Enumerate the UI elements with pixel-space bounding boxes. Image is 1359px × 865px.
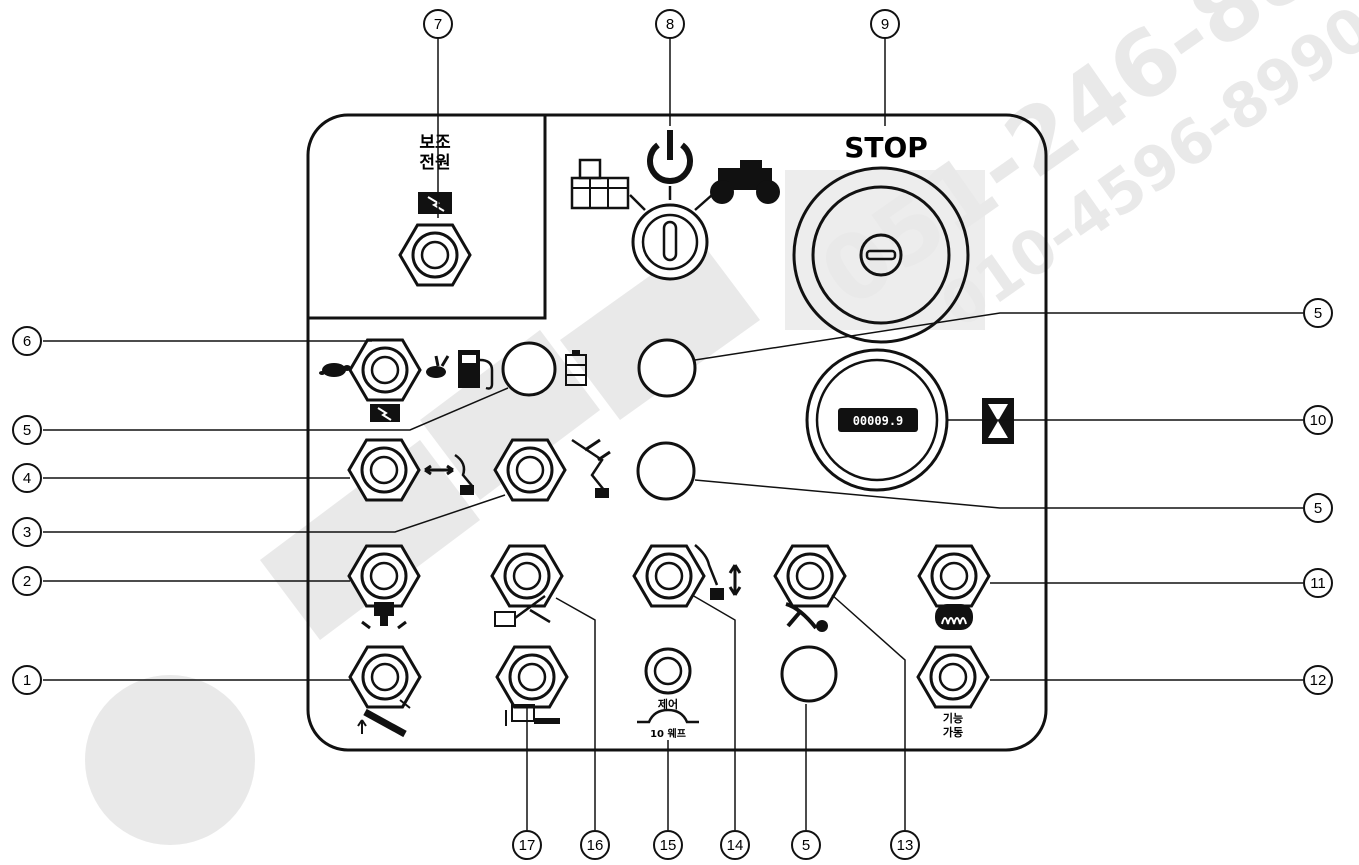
boom-extend-switch[interactable] [490, 544, 564, 608]
callout-15: 15 [653, 830, 683, 860]
indicator-light-center [637, 338, 697, 398]
callout-13: 13 [890, 830, 920, 860]
svg-text:4: 4 [23, 470, 31, 487]
turtle-icon [319, 363, 351, 377]
aux-power-box [308, 115, 547, 320]
stop-label: STOP [844, 131, 928, 164]
power-icon [647, 130, 693, 184]
svg-text:16: 16 [587, 837, 604, 854]
indicator-light-right [636, 441, 696, 501]
aux-power-switch[interactable] [398, 223, 472, 287]
callout-2: 2 [12, 566, 42, 596]
callout-11: 11 [1303, 568, 1333, 598]
boom-up-down-icon [505, 704, 560, 726]
callout-9: 9 [870, 9, 900, 39]
jib-swing-icon [424, 453, 474, 495]
callout-1: 1 [12, 665, 42, 695]
aux-power-label-2: 전원 [419, 153, 450, 173]
callout-5-left: 5 [12, 415, 42, 445]
svg-text:9: 9 [881, 16, 889, 33]
hourglass-icon [982, 398, 1014, 444]
boom-up-down-switch[interactable] [495, 645, 569, 709]
svg-text:15: 15 [660, 837, 677, 854]
callout-17: 17 [512, 830, 542, 860]
svg-text:1: 1 [23, 672, 31, 689]
callout-16: 16 [580, 830, 610, 860]
svg-text:5: 5 [23, 422, 31, 439]
key-position-tick-left [629, 194, 646, 211]
fuel-icon [458, 350, 494, 390]
key-switch[interactable] [631, 203, 709, 281]
callout-5-bottom: 5 [791, 830, 821, 860]
svg-text:13: 13 [897, 837, 914, 854]
callouts: 1 2 3 4 5 6 5 10 5 11 12 7 8 9 17 16 15 … [12, 9, 1333, 860]
battery-icon-small [370, 404, 400, 422]
callout-3: 3 [12, 517, 42, 547]
watermark: 051-246-8889 010-4596-8990 [85, 0, 1359, 845]
hour-meter: 00009.9 [805, 348, 949, 492]
fuel-indicator-light [501, 341, 557, 397]
svg-text:17: 17 [519, 837, 536, 854]
pump-icon [637, 708, 699, 724]
wrench-icon [785, 602, 828, 632]
ground-control-icon [710, 160, 780, 204]
watermark-logo-strokes [260, 240, 760, 640]
callout-6: 6 [12, 326, 42, 356]
callout-5-right-top: 5 [1303, 298, 1333, 328]
jib-lift-icon [694, 544, 742, 600]
callout-4: 4 [12, 463, 42, 493]
aux-power-label-1: 보조 [419, 133, 451, 153]
callout-7: 7 [423, 9, 453, 39]
svg-text:7: 7 [434, 16, 442, 33]
svg-text:5: 5 [1314, 305, 1322, 322]
function-label-2: 가동 [943, 725, 963, 739]
indicator-light-bottom [780, 645, 838, 703]
callout-8: 8 [655, 9, 685, 39]
platform-level-icon [357, 699, 411, 738]
control-label: 제어 [658, 697, 678, 711]
svg-text:2: 2 [23, 573, 31, 590]
watermark-logo-i [85, 675, 255, 845]
rabbit-icon [426, 355, 450, 378]
svg-text:10: 10 [1310, 412, 1327, 429]
key-position-tick-right [694, 194, 713, 211]
svg-text:12: 12 [1310, 672, 1327, 689]
boom-extend-icon [494, 594, 551, 627]
svg-text:6: 6 [23, 333, 31, 350]
hour-meter-value: 00009.9 [853, 414, 904, 428]
glow-plug-icon [935, 604, 973, 630]
jib-boom-icon [571, 438, 611, 498]
callout-10: 10 [1303, 405, 1333, 435]
jib-lift-switch[interactable] [632, 544, 706, 608]
svg-text:8: 8 [666, 16, 674, 33]
function-enable-switch[interactable] [916, 645, 990, 709]
callout-14: 14 [720, 830, 750, 860]
leader-lines [43, 37, 1303, 830]
emergency-stop-button[interactable] [792, 166, 970, 344]
function-label-1: 기능 [943, 711, 963, 725]
glow-plug-switch[interactable] [917, 544, 991, 608]
svg-text:14: 14 [727, 837, 744, 854]
callout-5-right-middle: 5 [1303, 493, 1333, 523]
control-enable-button[interactable] [644, 647, 692, 695]
platform-rotate-icon [361, 602, 407, 630]
platform-icon [570, 158, 630, 210]
battery-icon [418, 192, 452, 214]
speed-select-switch[interactable] [348, 338, 422, 402]
platform-level-switch[interactable] [348, 645, 422, 709]
panel-outline [306, 113, 1048, 752]
svg-text:3: 3 [23, 524, 31, 541]
callout-12: 12 [1303, 665, 1333, 695]
svg-text:5: 5 [1314, 500, 1322, 517]
svg-text:5: 5 [802, 837, 810, 854]
control-sub-label: 10 웨프 [650, 728, 686, 740]
svg-text:11: 11 [1310, 575, 1326, 592]
battery-level-icon [565, 350, 587, 386]
